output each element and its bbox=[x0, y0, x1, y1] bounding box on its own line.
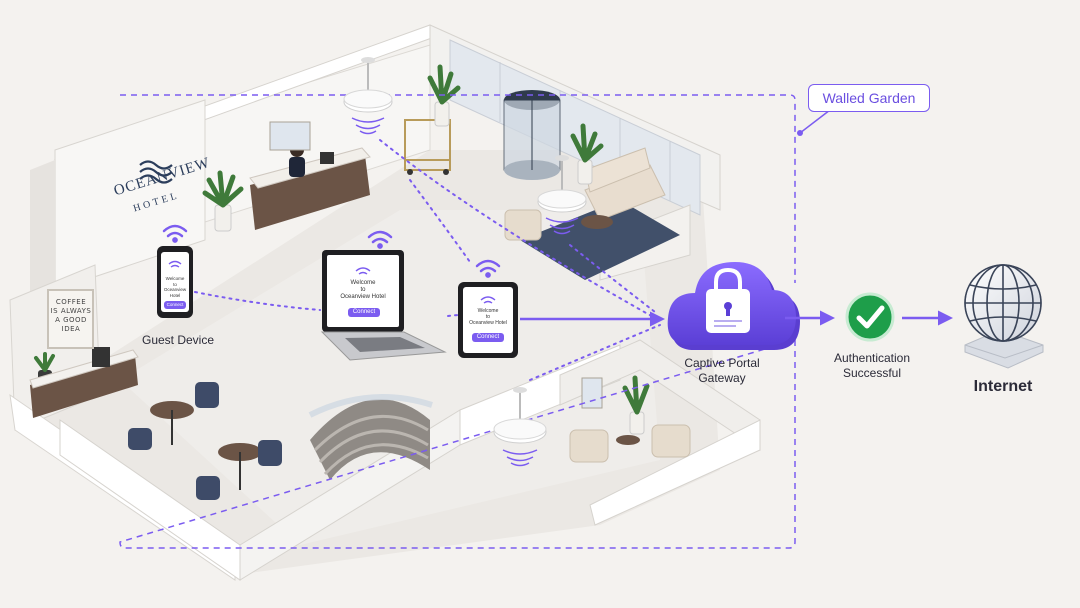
plant bbox=[427, 64, 461, 127]
plant bbox=[570, 123, 604, 185]
tablet-screen-text: Welcome to Oceanview Hotel bbox=[463, 308, 513, 326]
revolving-door bbox=[503, 90, 561, 180]
phone-connect-button[interactable]: Connect bbox=[164, 301, 186, 309]
sign-wall-side bbox=[30, 160, 55, 310]
lounge-rug bbox=[520, 200, 680, 280]
luggage-cart bbox=[404, 119, 451, 175]
tablet-to: to bbox=[485, 314, 491, 320]
cafe-table bbox=[150, 401, 194, 445]
gateway-label-line2: Gateway bbox=[698, 371, 746, 385]
plant bbox=[202, 170, 244, 232]
walled-garden-label: Walled Garden bbox=[808, 84, 930, 112]
armchair bbox=[651, 424, 691, 458]
coffee-counter bbox=[30, 355, 138, 418]
cloud-lock-icon bbox=[667, 262, 800, 350]
phone-hotel: Oceanview Hotel bbox=[163, 287, 187, 298]
side-table bbox=[616, 435, 640, 445]
coffee-sign-line: IS ALWAYS bbox=[50, 307, 92, 315]
plant bbox=[622, 375, 650, 435]
hotel-logo-icon bbox=[139, 160, 173, 184]
guest-phone bbox=[157, 246, 193, 318]
floor-tiles bbox=[120, 210, 660, 545]
staircase bbox=[308, 394, 433, 480]
coffee-sign-line: COFFEE bbox=[55, 298, 87, 306]
tablet-connect-button[interactable]: Connect bbox=[472, 333, 504, 342]
phone-screen-text: Welcome to Oceanview Hotel bbox=[161, 276, 189, 298]
wifi-icon bbox=[162, 224, 188, 243]
laptop-to: to bbox=[360, 287, 366, 293]
sofa bbox=[584, 147, 666, 221]
chair bbox=[258, 440, 282, 466]
globe-icon bbox=[964, 264, 1044, 369]
access-point-icon bbox=[493, 387, 547, 467]
auth-label: Authentication Successful bbox=[812, 351, 932, 381]
coffee-sign-frame bbox=[47, 289, 94, 349]
armchair bbox=[504, 209, 542, 241]
auth-label-line1: Authentication bbox=[833, 351, 911, 365]
coffee-sign: COFFEE IS ALWAYS A GOOD IDEA bbox=[50, 298, 92, 334]
guest-device-label: Guest Device bbox=[141, 333, 215, 347]
painting bbox=[581, 377, 603, 409]
laptop-connect-button[interactable]: Connect bbox=[348, 308, 380, 317]
chair bbox=[195, 382, 219, 408]
coffee-table bbox=[581, 215, 613, 229]
coffee-sign-line: A GOOD IDEA bbox=[55, 316, 87, 333]
armchair bbox=[569, 429, 609, 463]
laptop-screen-text: Welcome to Oceanview Hotel bbox=[327, 280, 399, 301]
chair bbox=[128, 428, 152, 450]
check-icon bbox=[845, 292, 895, 342]
tablet-hotel: Oceanview Hotel bbox=[469, 320, 507, 326]
tablet-welcome: Welcome bbox=[477, 308, 499, 314]
walled-garden-pointer bbox=[799, 109, 831, 134]
internet-label: Internet bbox=[973, 378, 1033, 395]
access-point-icon bbox=[537, 155, 587, 235]
access-point-icon bbox=[343, 57, 393, 135]
walled-garden-boundary bbox=[119, 94, 796, 549]
guest-laptop bbox=[320, 250, 447, 361]
phone-welcome: Welcome bbox=[165, 276, 185, 281]
gateway-label: Captive Portal Gateway bbox=[662, 356, 782, 386]
phone-to: to bbox=[173, 281, 177, 287]
cafe-table bbox=[218, 443, 262, 490]
laptop-hotel: Oceanview Hotel bbox=[340, 294, 386, 300]
laptop-welcome: Welcome bbox=[350, 280, 376, 286]
wifi-icon bbox=[475, 259, 501, 278]
chair bbox=[196, 476, 220, 500]
wireless-links bbox=[194, 139, 661, 381]
coffee-machine bbox=[92, 347, 110, 367]
gateway-label-line1: Captive Portal bbox=[684, 356, 760, 370]
right-room-front bbox=[589, 419, 761, 526]
auth-label-line2: Successful bbox=[842, 366, 902, 380]
wifi-icon bbox=[367, 230, 393, 249]
painting bbox=[269, 121, 311, 151]
